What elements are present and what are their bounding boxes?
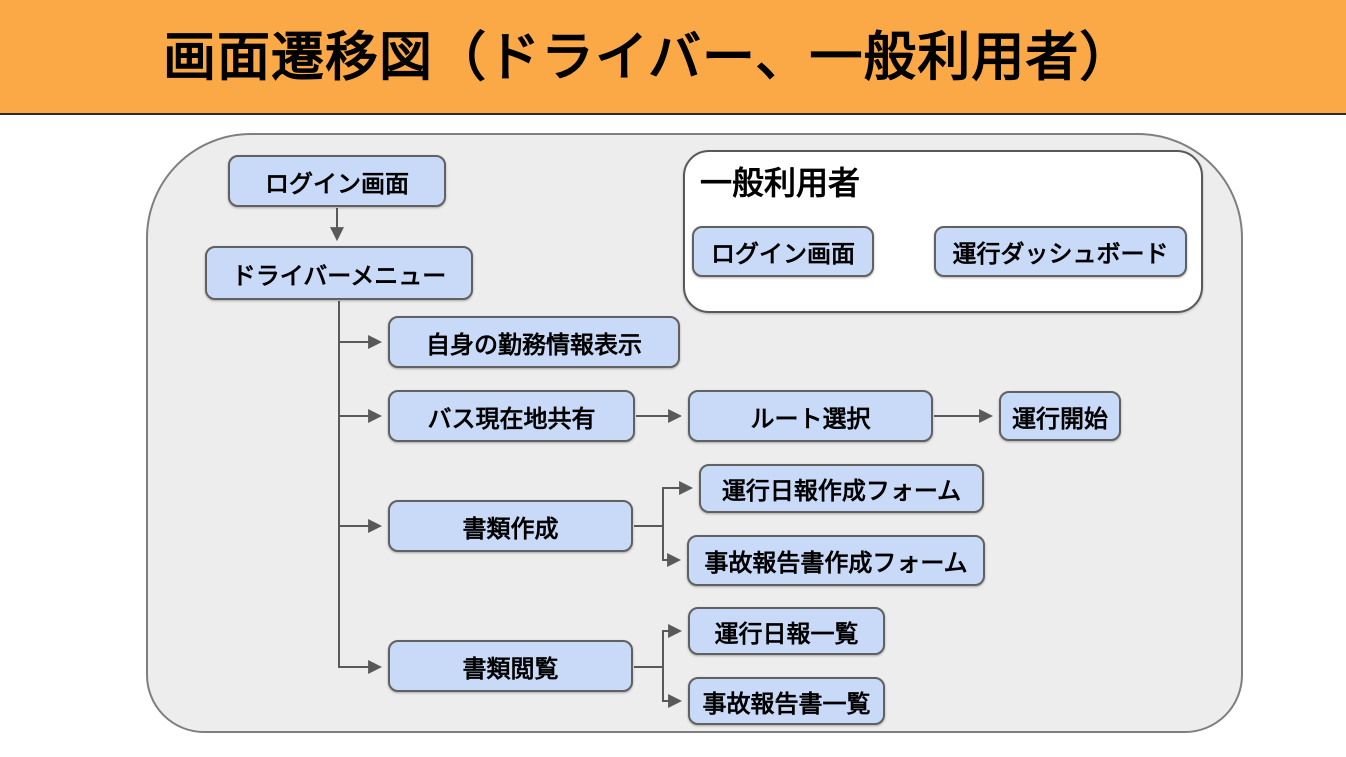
node-driver-menu: ドライバーメニュー (205, 246, 473, 300)
node-general-login-screen: ログイン画面 (692, 226, 874, 277)
page-title: 画面遷移図（ドライバー、一般利用者） (163, 28, 1134, 87)
node-accident-report-list: 事故報告書一覧 (688, 677, 885, 725)
node-route-select: ルート選択 (688, 390, 933, 442)
node-operation-start: 運行開始 (999, 391, 1121, 441)
node-doc-create: 書類作成 (388, 500, 633, 552)
node-accident-report-form: 事故報告書作成フォーム (687, 535, 985, 586)
node-work-info-display: 自身の勤務情報表示 (388, 316, 680, 368)
header-banner: 画面遷移図（ドライバー、一般利用者） (0, 0, 1346, 115)
node-doc-view: 書類閲覧 (388, 640, 633, 692)
node-login-screen: ログイン画面 (228, 155, 446, 207)
node-bus-location-share: バス現在地共有 (388, 390, 635, 442)
general-user-title: 一般利用者 (700, 165, 861, 201)
node-operation-dashboard: 運行ダッシュボード (934, 226, 1187, 277)
node-daily-report-form: 運行日報作成フォーム (699, 464, 984, 513)
node-daily-report-list: 運行日報一覧 (688, 607, 885, 655)
